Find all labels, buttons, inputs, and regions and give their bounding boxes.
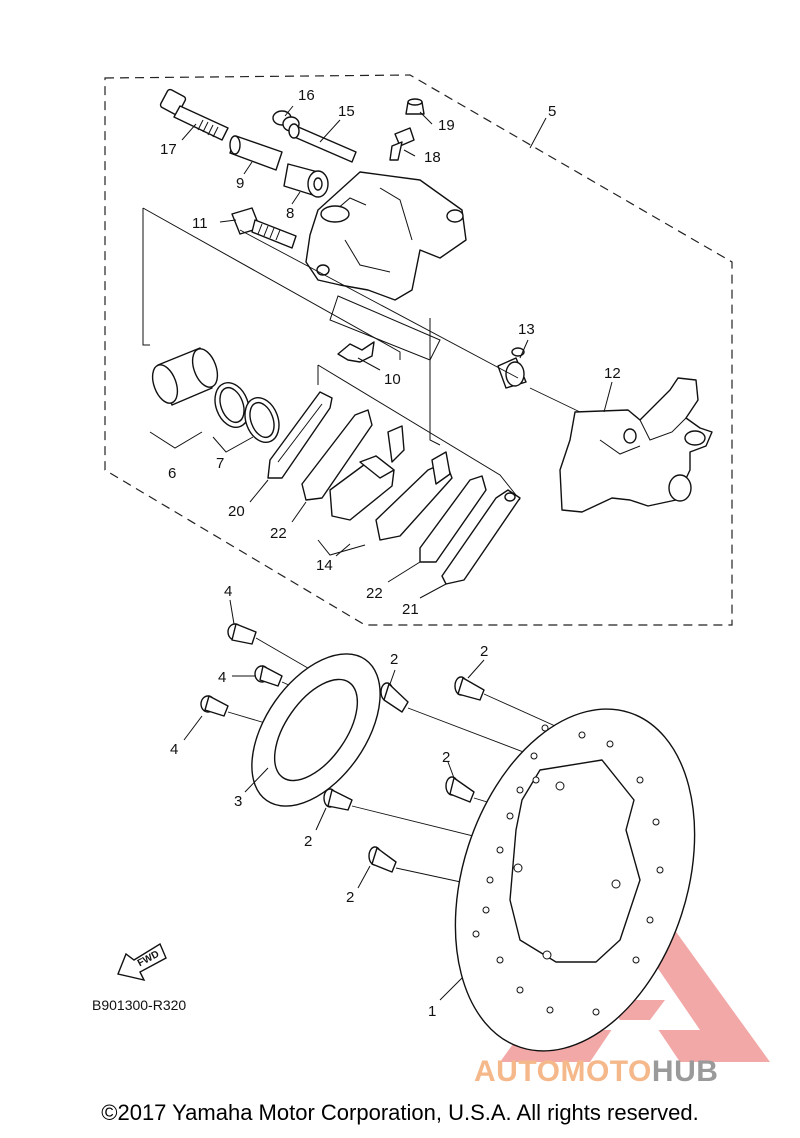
callout-4b: 4 (218, 669, 226, 686)
callout-12: 12 (604, 365, 621, 382)
callouts: 5 16 15 19 18 17 9 8 11 13 12 10 6 7 20 … (160, 87, 621, 1020)
bleed-screw-18 (389, 127, 415, 161)
callout-2c: 2 (442, 749, 450, 766)
watermark-text-a: AUTOMOTO (474, 1055, 652, 1088)
watermark-text-b: HUB (651, 1055, 719, 1088)
callout-5: 5 (548, 103, 556, 120)
leader-lines (181, 105, 613, 1001)
callout-3: 3 (234, 793, 242, 810)
callout-4c: 4 (170, 741, 178, 758)
bolt-2b (454, 676, 485, 701)
bolt-4c (200, 695, 229, 717)
bolt-4a (227, 623, 257, 645)
pin-15 (288, 123, 357, 163)
copyright-notice: ©2017 Yamaha Motor Corporation, U.S.A. A… (101, 1100, 699, 1125)
watermark-text: AUTOMOTOHUB (474, 1055, 718, 1089)
sensor-rotor-3 (251, 653, 381, 807)
callout-11: 11 (192, 215, 208, 232)
callout-14: 14 (316, 557, 333, 574)
callout-17: 17 (160, 141, 177, 158)
callout-18: 18 (424, 149, 441, 166)
callout-22b: 22 (366, 585, 383, 602)
piston-6 (151, 347, 219, 406)
callout-6: 6 (168, 465, 176, 482)
bolt-2a (380, 682, 409, 713)
callout-2e: 2 (346, 889, 354, 906)
bolt-2d (323, 788, 353, 811)
callout-9: 9 (236, 175, 244, 192)
caliper-body (305, 171, 467, 301)
callout-8: 8 (286, 205, 294, 222)
bolt-17 (159, 88, 229, 141)
shim-20 (267, 391, 333, 479)
bolt-2c (445, 776, 475, 803)
assembly-boundary (104, 74, 733, 626)
callout-21: 21 (402, 601, 419, 618)
bolt-4b (254, 665, 283, 687)
pad-frame (317, 364, 521, 556)
boot-13 (497, 347, 527, 389)
shim-22a (301, 409, 373, 501)
subassembly-frame (142, 207, 441, 446)
callout-7: 7 (216, 455, 224, 472)
brake-disc-1 (454, 708, 696, 1052)
callout-22a: 22 (270, 525, 287, 542)
callout-16: 16 (298, 87, 315, 104)
cap-19 (405, 98, 425, 115)
callout-15: 15 (338, 103, 355, 120)
brake-pad-14 (329, 425, 453, 541)
spring-10 (329, 295, 441, 363)
bolt-2e (368, 846, 397, 873)
callout-2b: 2 (480, 643, 488, 660)
bush-8 (283, 163, 329, 198)
fwd-arrow-icon: FWD (117, 942, 167, 982)
callout-20: 20 (228, 503, 245, 520)
callout-4a: 4 (224, 583, 232, 600)
callout-13: 13 (518, 321, 535, 338)
bolt-11 (231, 207, 297, 249)
callout-19: 19 (438, 117, 455, 134)
caliper-bracket-12 (559, 377, 713, 513)
callout-10: 10 (384, 371, 401, 388)
diagram-code: B901300-R320 (92, 997, 186, 1013)
callout-2d: 2 (304, 833, 312, 850)
disc-holes (472, 724, 664, 1016)
sleeve-9 (229, 135, 283, 171)
callout-2a: 2 (390, 651, 398, 668)
callout-1: 1 (428, 1003, 436, 1020)
